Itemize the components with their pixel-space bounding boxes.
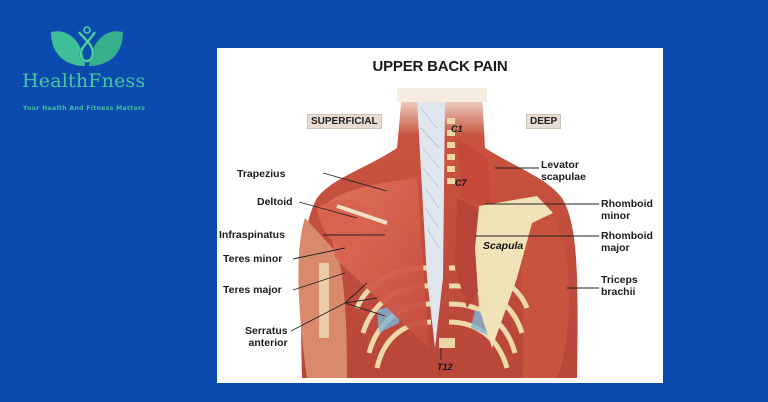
label-scapula: Scapula bbox=[483, 240, 524, 252]
leader-lines bbox=[290, 167, 599, 360]
brand-name: HealthFness bbox=[22, 70, 146, 92]
label-teres-major: Teres major bbox=[223, 284, 282, 296]
label-c7: C7 bbox=[455, 178, 467, 188]
superficial-tag: SUPERFICIAL bbox=[307, 114, 382, 129]
deep-tag: DEEP bbox=[526, 114, 562, 129]
label-levator-scapulae: Levator scapulae bbox=[541, 159, 586, 183]
label-rhomboid-minor: Rhomboid minor bbox=[601, 198, 653, 222]
label-triceps-brachii: Triceps brachii bbox=[601, 274, 638, 298]
figure-title: UPPER BACK PAIN bbox=[372, 58, 508, 75]
label-trapezius: Trapezius bbox=[237, 168, 286, 180]
label-teres-minor: Teres minor bbox=[223, 253, 283, 265]
label-serratus-anterior: Serratus anterior bbox=[245, 325, 288, 349]
upper-back-anatomy-illustration bbox=[298, 88, 578, 378]
brand-tagline: Your Health And Fitness Matters bbox=[23, 105, 146, 112]
label-t12: T12 bbox=[437, 362, 453, 372]
label-rhomboid-major: Rhomboid major bbox=[601, 230, 653, 254]
label-infraspinatus: Infraspinatus bbox=[219, 229, 285, 241]
label-deltoid: Deltoid bbox=[257, 196, 293, 208]
label-c1: C1 bbox=[451, 124, 463, 134]
leaf-figure-icon bbox=[51, 26, 123, 66]
anatomy-figure: UPPER BACK PAIN SUPERFICIAL DEEP Trapezi… bbox=[217, 48, 663, 383]
brand-logo[interactable]: HealthFness Your Health And Fitness Matt… bbox=[18, 26, 158, 116]
